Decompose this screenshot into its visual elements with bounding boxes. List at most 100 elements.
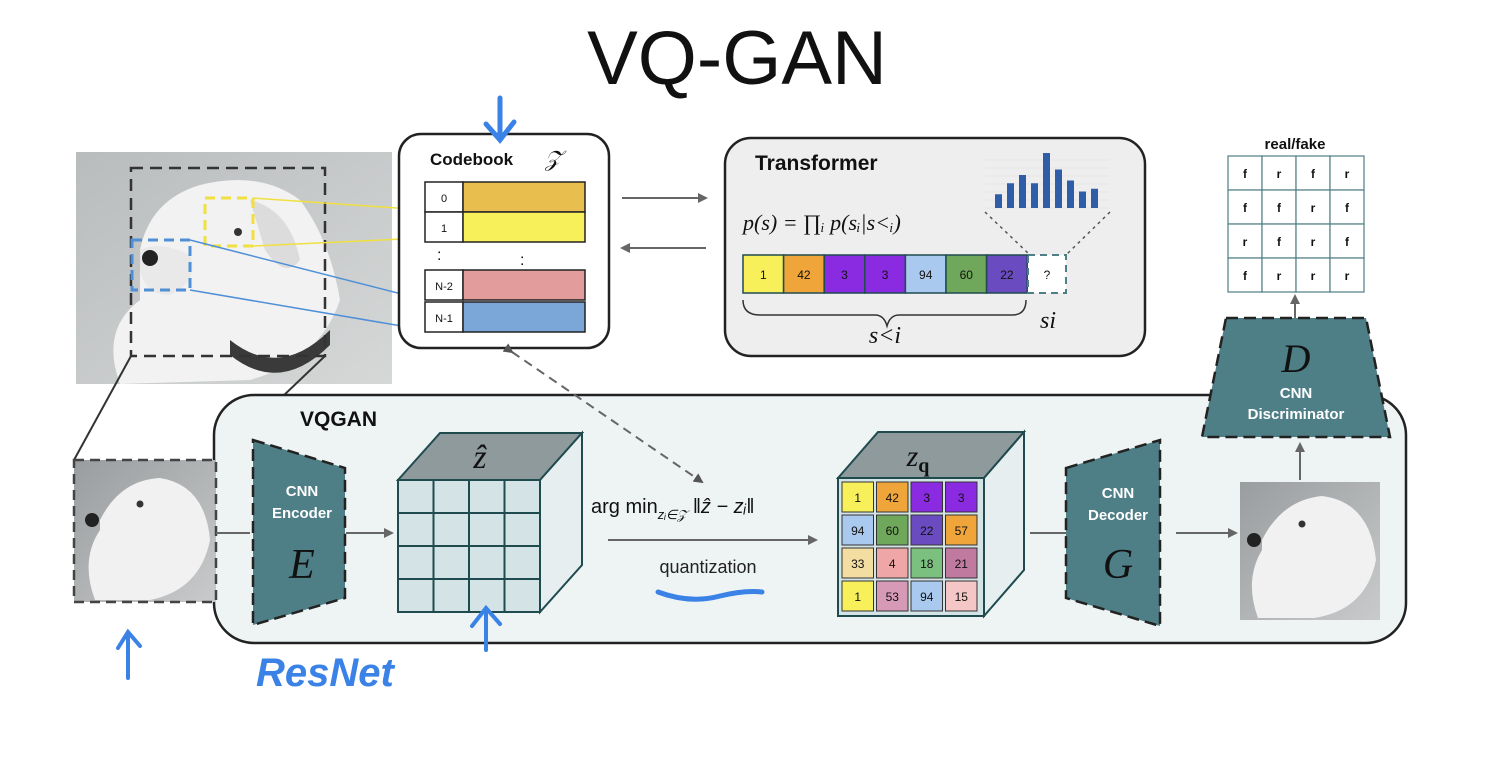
annotation-arrow-zhat xyxy=(470,604,502,652)
zq-token-value: 21 xyxy=(955,557,969,571)
zq-token-value: 3 xyxy=(958,491,965,505)
zq-token-cell xyxy=(910,514,943,546)
zq-token-cell xyxy=(841,547,874,579)
zq-token: 4 xyxy=(876,547,909,579)
handwritten-annotations: ResNet xyxy=(116,95,765,695)
sequence-token-cell xyxy=(985,254,1028,294)
zq-token-cell xyxy=(910,580,943,612)
histogram-bar xyxy=(1055,169,1062,208)
real-fake-cell: r xyxy=(1295,223,1331,259)
zq-token: 22 xyxy=(910,514,943,546)
real-fake-cell: r xyxy=(1261,155,1297,191)
codebook-ellipsis-left: : xyxy=(437,247,441,264)
next-token-text: ? xyxy=(1044,268,1051,282)
cnn-decoder: CNN Decoder G xyxy=(1064,438,1162,628)
real-fake-cell: f xyxy=(1227,155,1263,191)
zq-token: 94 xyxy=(841,514,874,546)
real-fake-cell: f xyxy=(1261,189,1297,225)
zq-token-cell xyxy=(841,514,874,546)
sequence-token: 42 xyxy=(782,254,825,294)
real-fake-label: real/fake xyxy=(1265,136,1326,153)
zhat-cube: ẑ xyxy=(395,430,585,615)
sequence-token-value: 3 xyxy=(882,268,889,282)
real-fake-value: f xyxy=(1345,201,1350,215)
codebook-vector xyxy=(462,269,586,301)
sequence-token-value: 1 xyxy=(760,268,767,282)
real-fake-value: r xyxy=(1243,235,1248,249)
zq-token-cell xyxy=(910,547,943,579)
histogram-bar xyxy=(1007,183,1014,208)
argmin-formula: arg minzᵢ∈𝒵 ‖ẑ − zᵢ‖ xyxy=(591,496,754,522)
sequence-token-value: 3 xyxy=(841,268,848,282)
zq-token-value: 33 xyxy=(851,557,865,571)
real-fake-cell: r xyxy=(1227,223,1263,259)
histogram-bar xyxy=(1091,188,1098,208)
zq-token-value: 42 xyxy=(886,491,900,505)
annotation-resnet: ResNet xyxy=(256,651,396,695)
encoder-label-2: Encoder xyxy=(272,505,332,522)
zq-token: 42 xyxy=(876,481,909,513)
zq-token-cell xyxy=(876,580,909,612)
transformer-label: Transformer xyxy=(755,152,878,175)
sequence-token: 3 xyxy=(864,254,907,294)
histogram-bar xyxy=(1019,175,1026,208)
encoder-label-1: CNN xyxy=(286,483,319,500)
zq-token-cell xyxy=(876,481,909,513)
context-brace xyxy=(742,299,1027,329)
decoder-label-2: Decoder xyxy=(1088,507,1148,524)
input-image-small xyxy=(72,458,218,604)
codebook-vector xyxy=(462,301,586,333)
sequence-token: 94 xyxy=(904,254,947,294)
codebook-lookup-arrow xyxy=(502,343,704,484)
sequence-token-value: 22 xyxy=(1000,268,1014,282)
codebook-index: 0 xyxy=(441,193,447,205)
zhat-symbol: ẑ xyxy=(472,439,487,476)
real-fake-value: r xyxy=(1345,269,1350,283)
zq-token: 21 xyxy=(945,547,978,579)
sequence-token: 60 xyxy=(945,254,988,294)
zq-token: 1 xyxy=(841,481,874,513)
zq-token-value: 3 xyxy=(923,491,930,505)
zq-token: 94 xyxy=(910,580,943,612)
cnn-encoder: CNN Encoder E xyxy=(251,438,347,627)
discriminator-label-1: CNN xyxy=(1280,385,1313,402)
real-fake-cell: f xyxy=(1329,189,1365,225)
real-fake-value: f xyxy=(1345,235,1350,249)
real-fake-value: r xyxy=(1311,201,1316,215)
zq-token: 3 xyxy=(945,481,978,513)
zq-token-value: 1 xyxy=(854,590,861,604)
discriminator-module: D CNN Discriminator xyxy=(1200,316,1392,439)
zq-token: 33 xyxy=(841,547,874,579)
sequence-token-value: 94 xyxy=(919,268,933,282)
zq-token-value: 60 xyxy=(886,524,900,538)
zq-token-value: 18 xyxy=(920,557,934,571)
real-fake-cell: r xyxy=(1295,257,1331,293)
zq-token-value: 22 xyxy=(920,524,934,538)
encoder-letter: E xyxy=(288,542,315,588)
next-token-distribution xyxy=(985,153,1110,209)
sequence-token-value: 60 xyxy=(960,268,974,282)
codebook-panel: Codebook 𝒵 01N-2N-1 : : xyxy=(397,132,611,350)
zq-token: 3 xyxy=(910,481,943,513)
real-fake-cell: f xyxy=(1227,189,1263,225)
codebook-label: Codebook xyxy=(430,150,514,169)
codebook-vector xyxy=(462,211,586,243)
zq-token-cell xyxy=(876,514,909,546)
zq-token: 15 xyxy=(945,580,978,612)
zq-token: 53 xyxy=(876,580,909,612)
zq-token: 57 xyxy=(945,514,978,546)
page-title: VQ-GAN xyxy=(587,16,887,101)
zq-token: 18 xyxy=(910,547,943,579)
zq-token-cell xyxy=(945,580,978,612)
real-fake-value: r xyxy=(1277,269,1282,283)
histogram-bar xyxy=(1067,180,1074,208)
discriminator-label-2: Discriminator xyxy=(1248,406,1345,423)
real-fake-cell: r xyxy=(1329,257,1365,293)
zhat-cell xyxy=(503,578,541,613)
real-fake-cell: f xyxy=(1329,223,1365,259)
codebook-index: N-1 xyxy=(435,313,453,325)
codebook-vector xyxy=(462,181,586,213)
zq-token-value: 57 xyxy=(955,524,969,538)
